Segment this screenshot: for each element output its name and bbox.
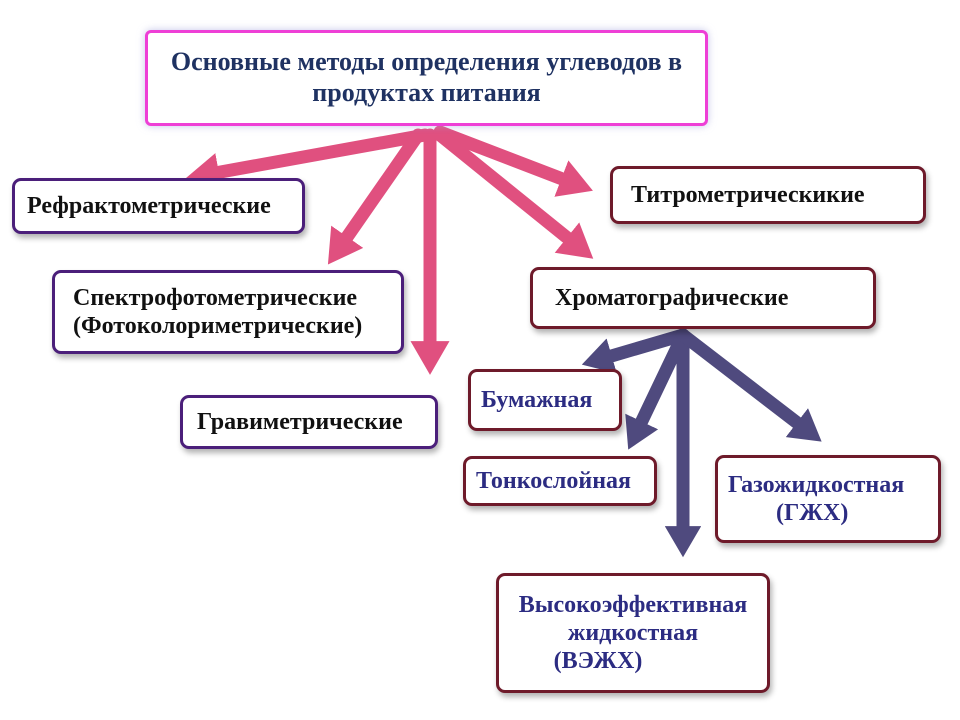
hplc-abbrev: (ВЭЖХ) bbox=[553, 648, 643, 675]
arrow-to-chromatographic bbox=[433, 128, 594, 259]
titrometric-box: Титрометрическикие bbox=[610, 166, 926, 224]
root-title-line2: продуктах питания bbox=[312, 78, 541, 107]
hplc-label-line2: жидкостная bbox=[567, 619, 699, 646]
thin-layer-chromatography-box: Тонкослойная bbox=[463, 456, 657, 506]
arrow-to-thin-layer bbox=[625, 328, 690, 450]
gravimetric-box: Гравиметрические bbox=[180, 395, 438, 449]
spectrophotometric-box: Спектрофотометрические (Фотоколориметрич… bbox=[52, 270, 404, 354]
arrow-to-refractometric bbox=[185, 128, 432, 192]
chromatographic-label: Хроматографические bbox=[555, 284, 789, 311]
gas-liquid-abbrev: (ГЖХ) bbox=[776, 500, 849, 526]
chromatographic-box: Хроматографические bbox=[530, 267, 876, 329]
root-title-line1: Основные методы определения углеводов в bbox=[170, 47, 683, 77]
refractometric-box: Рефрактометрические bbox=[12, 178, 305, 234]
arrow-to-spectrophotometric bbox=[327, 128, 425, 265]
spectrophotometric-label: Спектрофотометрические bbox=[73, 284, 358, 311]
photocolorimetric-label: (Фотоколориметрические) bbox=[73, 313, 363, 339]
thin-layer-chromatography-label: Тонкослойная bbox=[476, 467, 632, 494]
refractometric-label: Рефрактометрические bbox=[27, 192, 271, 219]
paper-chromatography-label: Бумажная bbox=[481, 386, 593, 413]
arrow-to-titrometric bbox=[433, 125, 593, 197]
gravimetric-label: Гравиметрические bbox=[197, 408, 403, 435]
hplc-label-line1: Высокоэффективная bbox=[518, 591, 748, 618]
gas-liquid-chromatography-label: Газожидкостная bbox=[728, 471, 905, 498]
arrow-to-paper bbox=[581, 328, 690, 374]
root-box: Основные методы определения углеводов в … bbox=[145, 30, 708, 126]
paper-chromatography-box: Бумажная bbox=[468, 369, 622, 431]
gas-liquid-chromatography-box: Газожидкостная (ГЖХ) bbox=[715, 455, 941, 543]
hplc-box: Высокоэффективная жидкостная (ВЭЖХ) bbox=[496, 573, 770, 693]
titrometric-label: Титрометрическикие bbox=[631, 181, 865, 208]
arrow-to-gas-liquid bbox=[676, 328, 822, 442]
